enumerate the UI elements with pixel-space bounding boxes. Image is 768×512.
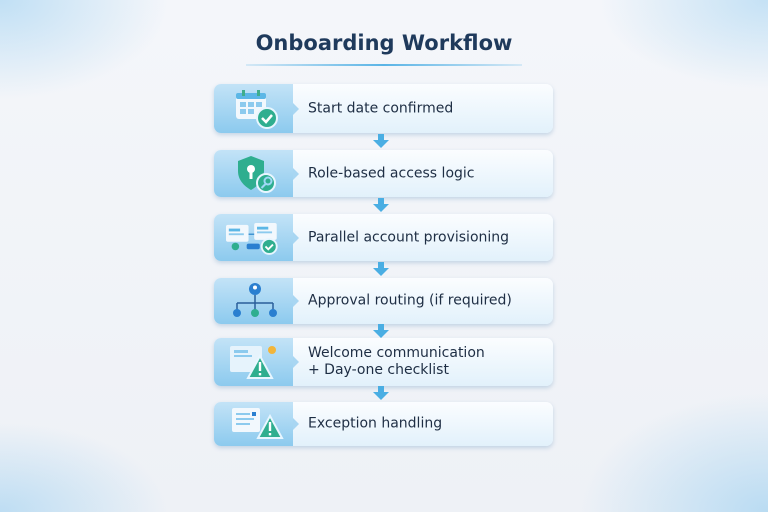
decorative-wave xyxy=(0,0,170,100)
arrow-down-icon xyxy=(373,324,389,338)
diagram-title: Onboarding Workflow xyxy=(255,31,513,55)
step-label: Exception handling xyxy=(308,415,443,432)
approval-hierarchy-icon xyxy=(233,283,277,317)
step-label: Role-based access logic xyxy=(308,165,475,181)
step-approval-routing: Approval routing (if required) xyxy=(214,278,553,324)
step-start-date: Start date confirmed xyxy=(214,84,553,133)
step-exception-handling: Exception handling xyxy=(214,402,553,446)
arrow-down-icon xyxy=(373,134,389,148)
step-icon-panel xyxy=(214,402,299,446)
title-underline xyxy=(246,64,522,66)
step-welcome-communication: Welcome communication + Day-one checklis… xyxy=(214,338,553,386)
step-label: Approval routing (if required) xyxy=(308,292,512,309)
decorative-wave xyxy=(578,392,768,512)
document-warning-icon xyxy=(232,408,284,439)
step-icon-panel xyxy=(214,278,299,324)
arrow-down-icon xyxy=(373,262,389,276)
arrow-down-icon xyxy=(373,198,389,212)
decorative-wave xyxy=(598,0,768,90)
step-label: Parallel account provisioning xyxy=(308,229,510,245)
step-icon-panel xyxy=(214,150,299,197)
step-account-provisioning: Parallel account provisioning xyxy=(214,214,553,261)
shield-key-icon xyxy=(238,155,276,193)
step-icon-panel xyxy=(214,338,299,386)
step-label-line: + Day-one checklist xyxy=(308,362,449,378)
step-label: Welcome communication + Day-one checklis… xyxy=(308,345,485,379)
step-role-access: Role-based access logic xyxy=(214,150,553,197)
step-label-line: Welcome communication xyxy=(308,345,485,361)
accounts-provisioning-icon xyxy=(226,222,278,255)
decorative-wave xyxy=(0,422,170,512)
arrow-down-icon xyxy=(373,386,389,400)
mail-warning-icon xyxy=(230,346,276,379)
calendar-check-icon xyxy=(236,89,278,129)
step-icon-panel xyxy=(214,84,299,133)
step-icon-panel xyxy=(214,214,299,261)
step-label: Start date confirmed xyxy=(308,100,454,116)
